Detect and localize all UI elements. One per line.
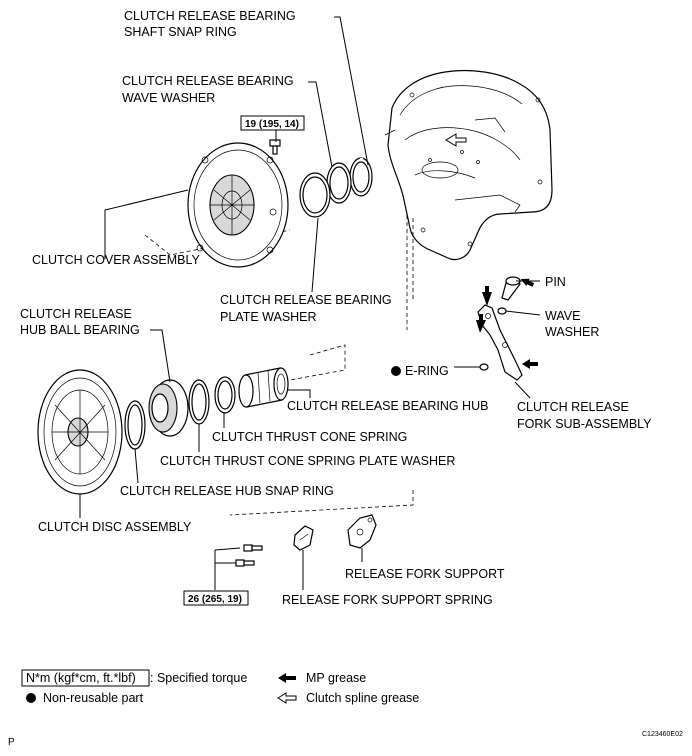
legend-torque-unit: N*m (kgf*cm, ft.*lbf) bbox=[26, 671, 136, 685]
torque-spec-fork-support-bolt: 26 (265, 19) bbox=[183, 590, 249, 606]
clutch-disc-assembly bbox=[37, 369, 123, 495]
assembly-axis-line bbox=[144, 229, 291, 256]
assembly-axis-line bbox=[229, 490, 414, 516]
label-clutch-disc-assembly: CLUTCH DISC ASSEMBLY bbox=[38, 520, 192, 534]
label-fork-sub-assembly: CLUTCH RELEASE bbox=[517, 400, 629, 414]
label-e-ring: E-RING bbox=[405, 364, 449, 378]
release-fork-sub-assembly bbox=[477, 304, 523, 381]
release-fork-support bbox=[347, 514, 377, 549]
figure-id: C123460E02 bbox=[642, 731, 683, 738]
release-fork-support-spring bbox=[293, 525, 314, 551]
label-thrust-cone-spring: CLUTCH THRUST CONE SPRING bbox=[212, 430, 407, 444]
label-wave-washer: WAVE WASHER bbox=[122, 91, 215, 105]
mp-grease-arrow-icon bbox=[482, 286, 492, 306]
hub-ball-bearing bbox=[148, 379, 189, 437]
cover-bolt bbox=[269, 139, 281, 155]
leader-line bbox=[514, 381, 531, 399]
thrust-cone-spring bbox=[214, 376, 236, 414]
thrust-cone-plate-washer bbox=[188, 379, 210, 425]
leader-line bbox=[505, 310, 541, 316]
label-plate-washer: PLATE WASHER bbox=[220, 310, 317, 324]
spline-grease-arrow-icon bbox=[445, 133, 467, 147]
svg-text:19 (195, 14): 19 (195, 14) bbox=[245, 119, 299, 130]
transmission-housing bbox=[384, 69, 553, 261]
bearing-wave-washer bbox=[326, 162, 352, 204]
legend-spline-grease: Clutch spline grease bbox=[306, 691, 419, 705]
leader-line bbox=[214, 547, 241, 590]
label-fork-sub-assembly: FORK SUB-ASSEMBLY bbox=[517, 417, 652, 431]
label-thrust-cone-plate-washer: CLUTCH THRUST CONE SPRING PLATE WASHER bbox=[160, 454, 455, 468]
clutch-cover-assembly bbox=[187, 142, 289, 268]
mp-grease-arrow-icon bbox=[520, 278, 535, 287]
label-pin: PIN bbox=[545, 275, 566, 289]
legend-spline-grease-icon bbox=[277, 692, 297, 704]
svg-text:26 (265, 19): 26 (265, 19) bbox=[188, 594, 242, 605]
e-ring-part bbox=[479, 363, 489, 371]
non-reusable-part-icon bbox=[391, 366, 401, 376]
label-wave-washer: CLUTCH RELEASE BEARING bbox=[122, 74, 294, 88]
label-shaft-snap-ring: CLUTCH RELEASE BEARING bbox=[124, 9, 296, 23]
label-hub-snap-ring: CLUTCH RELEASE HUB SNAP RING bbox=[120, 484, 334, 498]
bearing-plate-washer bbox=[299, 172, 331, 218]
legend-mp-grease: MP grease bbox=[306, 671, 366, 685]
label-fork-wave-washer: WASHER bbox=[545, 325, 599, 339]
legend-torque-desc: : Specified torque bbox=[150, 671, 247, 685]
leader-line bbox=[104, 189, 189, 259]
fork-wave-washer bbox=[497, 307, 507, 315]
hub-snap-ring bbox=[124, 400, 146, 450]
mp-grease-arrow-icon bbox=[522, 359, 538, 369]
label-hub-ball-bearing: CLUTCH RELEASE bbox=[20, 307, 132, 321]
leader-line bbox=[334, 16, 369, 166]
label-shaft-snap-ring: SHAFT SNAP RING bbox=[124, 25, 237, 39]
label-release-fork-support-spring: RELEASE FORK SUPPORT SPRING bbox=[282, 593, 493, 607]
page-letter: P bbox=[8, 737, 15, 748]
legend-mp-grease-icon bbox=[278, 673, 296, 683]
legend-non-reusable-icon bbox=[26, 693, 36, 703]
label-plate-washer: CLUTCH RELEASE BEARING bbox=[220, 293, 392, 307]
label-fork-wave-washer: WAVE bbox=[545, 309, 580, 323]
legend-non-reusable: Non-reusable part bbox=[43, 691, 144, 705]
leader-line bbox=[150, 329, 171, 383]
leader-line bbox=[134, 448, 139, 484]
leader-line bbox=[311, 217, 319, 293]
label-bearing-hub: CLUTCH RELEASE BEARING HUB bbox=[287, 399, 488, 413]
leader-line bbox=[308, 81, 333, 168]
shaft-snap-ring bbox=[349, 157, 373, 197]
label-hub-ball-bearing: HUB BALL BEARING bbox=[20, 323, 140, 337]
legend: N*m (kgf*cm, ft.*lbf) : Specified torque… bbox=[21, 669, 419, 705]
label-release-fork-support: RELEASE FORK SUPPORT bbox=[345, 567, 505, 581]
release-bearing-hub bbox=[238, 367, 289, 408]
leader-line bbox=[288, 389, 311, 398]
torque-spec-cover-bolt: 19 (195, 14) bbox=[240, 115, 305, 131]
label-clutch-cover-assembly: CLUTCH COVER ASSEMBLY bbox=[32, 253, 201, 267]
fork-pin bbox=[501, 276, 521, 301]
legend-torque-box bbox=[21, 669, 150, 687]
assembly-axis-line bbox=[289, 344, 346, 381]
mp-grease-arrow-icon bbox=[476, 314, 486, 333]
